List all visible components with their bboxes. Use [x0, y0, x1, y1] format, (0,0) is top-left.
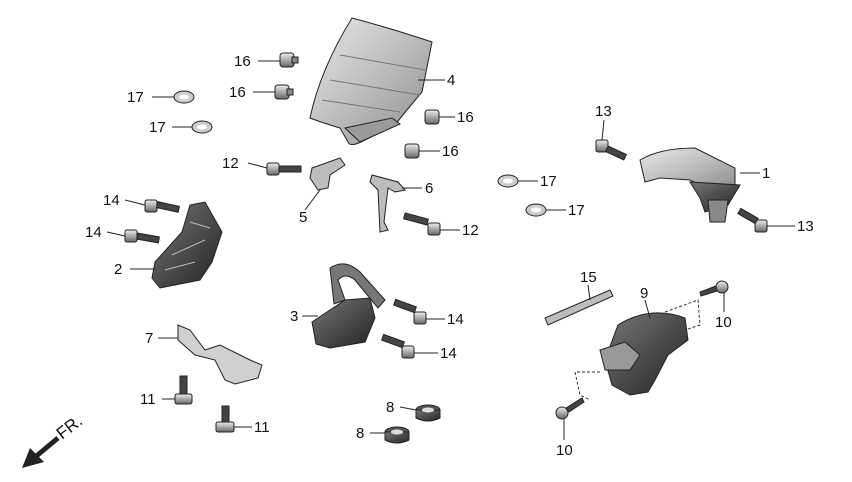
callout-13-right: 13: [797, 218, 814, 235]
well-nut-16d: [404, 143, 420, 159]
callout-17-d: 17: [568, 202, 585, 219]
callout-15: 15: [580, 269, 597, 286]
washer-17b: [191, 120, 213, 134]
well-nut-16c: [424, 109, 440, 125]
callout-10-right: 10: [715, 314, 732, 331]
washer-17a: [173, 90, 195, 104]
screw-10b: [555, 397, 585, 420]
callout-11-right: 11: [254, 419, 270, 436]
callout-8-upper: 8: [386, 399, 394, 416]
bolt-12a: [266, 162, 302, 176]
holder-assembly: [574, 299, 701, 401]
front-arrow-icon: [22, 436, 60, 468]
bolt-11a: [174, 375, 193, 405]
callout-4: 4: [447, 72, 455, 89]
callout-14-upper-left: 14: [103, 192, 120, 209]
callout-16-c: 16: [457, 109, 474, 126]
stay-6: [369, 174, 406, 233]
bolt-11b: [215, 405, 235, 433]
callout-11-left: 11: [140, 391, 156, 408]
right-bracket: [311, 263, 386, 349]
grommet-lower: [384, 426, 410, 444]
upper-cover: [639, 147, 741, 223]
callout-10-bottom: 10: [556, 442, 573, 459]
bolt-14c: [392, 298, 427, 325]
bolt-14d: [380, 333, 415, 359]
screw-10a: [699, 280, 729, 297]
band-15: [544, 289, 614, 326]
stay-7: [177, 324, 263, 385]
callout-5: 5: [299, 209, 307, 226]
callout-17-a: 17: [127, 89, 144, 106]
small-bracket-5: [309, 157, 346, 191]
bolt-14a: [144, 199, 180, 213]
leader-lines: [106, 60, 795, 440]
callout-2: 2: [114, 261, 122, 278]
callout-16-b: 16: [229, 84, 246, 101]
callout-17-c: 17: [540, 173, 557, 190]
bolt-13a: [595, 139, 627, 161]
windscreen: [309, 17, 433, 146]
well-nut-16b: [274, 84, 294, 100]
callout-16-d: 16: [442, 143, 459, 160]
callout-14-upper-right: 14: [447, 311, 464, 328]
callout-3: 3: [290, 308, 298, 325]
well-nut-16a: [279, 52, 299, 68]
callout-1: 1: [762, 165, 770, 182]
grommet-upper: [415, 404, 441, 422]
bolt-14b: [124, 229, 160, 244]
callout-17-b: 17: [149, 119, 166, 136]
callout-6: 6: [425, 180, 433, 197]
bolt-13b: [737, 207, 768, 233]
callout-16-a: 16: [234, 53, 251, 70]
washer-17c: [497, 174, 519, 188]
callout-13-top: 13: [595, 103, 612, 120]
callout-8-lower: 8: [356, 425, 364, 442]
callout-9: 9: [640, 285, 648, 302]
bolt-12b: [403, 212, 441, 236]
washer-17d: [525, 203, 547, 217]
callout-14-lower-right: 14: [440, 345, 457, 362]
left-bracket: [151, 201, 223, 289]
callout-12-right: 12: [462, 222, 479, 239]
callout-7: 7: [145, 330, 153, 347]
callout-12-left: 12: [222, 155, 239, 172]
callout-14-lower-left: 14: [85, 224, 102, 241]
